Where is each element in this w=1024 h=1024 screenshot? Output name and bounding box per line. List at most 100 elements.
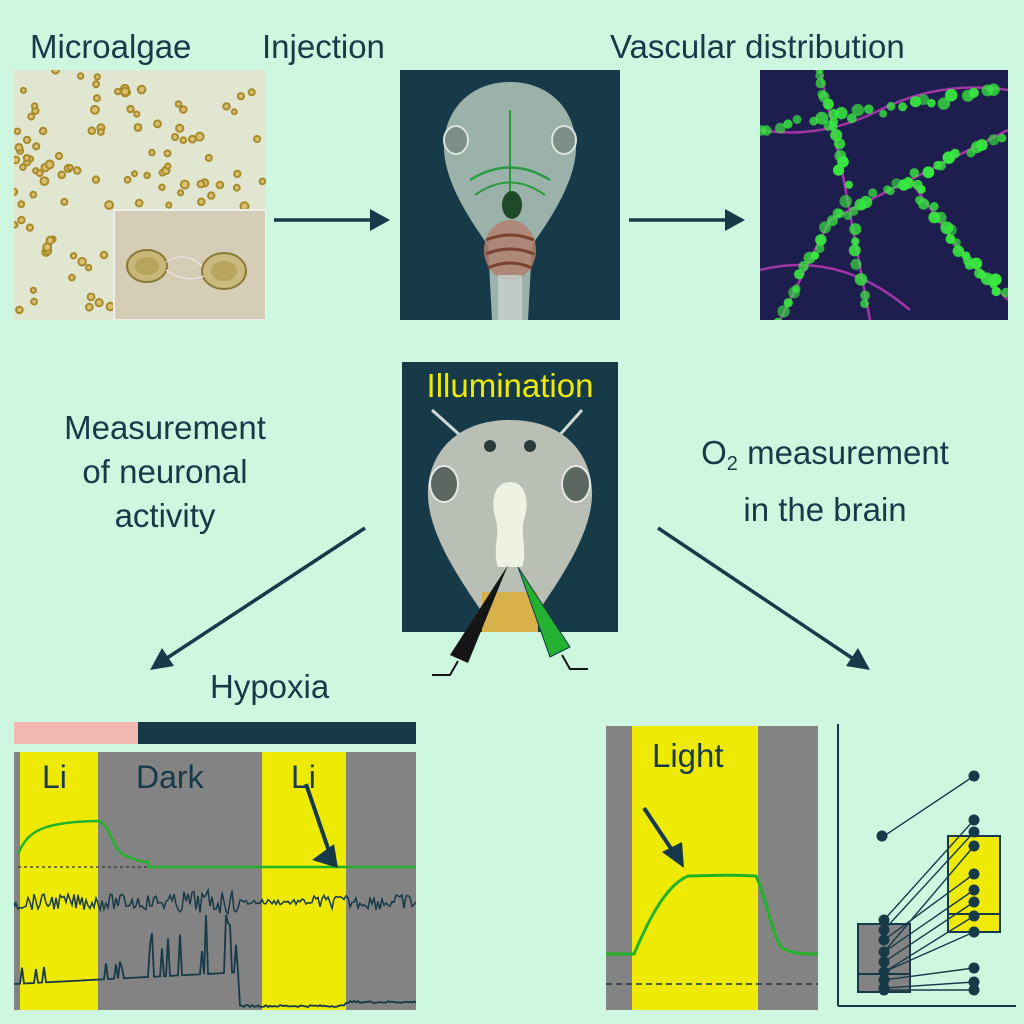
fluorescent-cell <box>843 211 852 220</box>
algae-cell <box>230 108 238 116</box>
algae-cell <box>14 187 19 196</box>
algae-cell <box>92 80 100 89</box>
datapoint-dark <box>878 934 890 946</box>
algae-cell <box>174 100 183 108</box>
algae-cell <box>19 86 27 94</box>
algae-cell <box>207 191 216 200</box>
algae-cell <box>27 112 36 121</box>
datapoint-light <box>968 976 980 988</box>
algae-cell <box>14 221 19 229</box>
fluorescent-cell <box>860 290 870 301</box>
label-dark: Dark <box>136 759 204 795</box>
arrow-icon <box>629 209 745 231</box>
algae-cell <box>15 305 24 315</box>
fluorescent-cell <box>945 224 957 236</box>
datapoint-light <box>968 868 980 880</box>
algae-cell <box>143 171 151 180</box>
algae-cell <box>30 297 39 306</box>
fluorescent-cell <box>783 298 793 308</box>
fluorescent-cell <box>909 168 920 178</box>
fluorescent-cell <box>976 139 988 151</box>
datapoint-light <box>968 814 980 826</box>
fluorescent-cell <box>918 198 930 210</box>
algae-cell <box>136 84 147 95</box>
fluorescent-cell <box>864 104 874 114</box>
o2-trace-illustration <box>606 726 818 1010</box>
fluorescent-cell <box>815 111 829 125</box>
fluorescent-cell <box>810 251 820 260</box>
algae-cell <box>177 189 185 197</box>
fluorescent-cell <box>832 164 845 176</box>
algae-cell <box>77 256 87 267</box>
datapoint-dark <box>878 914 890 926</box>
algae-cell <box>72 166 82 175</box>
o2-boxplot <box>834 724 1016 1014</box>
algae-cell <box>17 215 26 225</box>
fluorescent-cell <box>851 103 864 117</box>
algae-cell <box>247 88 256 97</box>
fluorescent-cell <box>794 269 805 280</box>
algae-cell <box>19 163 27 171</box>
fluorescent-cell <box>927 98 936 108</box>
algae-cell <box>66 164 74 171</box>
algae-cell <box>194 131 205 142</box>
label-illumination: Illumination <box>426 367 594 404</box>
datapoint-light <box>968 770 980 782</box>
algae-cell <box>196 179 206 189</box>
fluorescent-cell <box>792 115 802 124</box>
o2-boxplot-illustration <box>837 724 1016 1007</box>
fluorescent-cell <box>798 261 809 272</box>
electrode-black-icon <box>432 565 508 676</box>
datapoint-dark <box>878 966 890 978</box>
normoxia-bar <box>14 722 138 744</box>
microalgae-image <box>14 70 266 320</box>
tadpole-injection-image <box>400 70 620 320</box>
fluorescent-cell <box>792 284 801 293</box>
algae-cell <box>29 190 38 199</box>
algae-cell <box>236 92 245 101</box>
fluorescent-cell <box>846 113 857 124</box>
algae-cell <box>126 104 135 114</box>
algae-cell <box>14 127 22 135</box>
algae-cell <box>153 119 162 129</box>
label-light: Light <box>652 737 724 774</box>
arrow-icon <box>150 526 366 670</box>
algae-cell <box>29 286 37 294</box>
fluorescent-cell <box>815 78 826 89</box>
algae-cell <box>215 180 225 190</box>
algae-cell <box>114 87 122 96</box>
fluorescent-cell <box>886 186 895 196</box>
algae-cell <box>171 133 180 141</box>
fluorescent-cell <box>934 211 947 224</box>
fluorescent-cell <box>849 206 859 216</box>
fluorescent-cell <box>987 83 1000 96</box>
algae-cell <box>90 104 100 115</box>
fluorescent-cell <box>952 238 961 247</box>
fluorescent-cell <box>783 119 793 129</box>
datapoint-dark <box>878 956 890 968</box>
fluorescent-cell <box>839 195 852 208</box>
algae-cell <box>91 175 101 184</box>
algae-cell <box>188 134 197 144</box>
datapoint-dark <box>878 946 890 958</box>
fluorescent-cell <box>850 258 862 270</box>
fluorescent-cell <box>835 106 848 120</box>
algae-cell <box>104 200 114 210</box>
algae-cell <box>35 169 44 178</box>
fluorescent-cell <box>859 195 873 209</box>
fluorescent-cell <box>774 317 782 320</box>
fluorescent-cell <box>970 257 983 270</box>
algae-cell <box>60 197 69 206</box>
fluorescent-cell <box>834 138 846 150</box>
algae-cell <box>32 142 41 151</box>
algae-cell <box>44 159 55 170</box>
electrodes-illustration <box>432 565 588 676</box>
algae-cell <box>68 273 76 282</box>
algae-cell <box>93 73 101 81</box>
algae-cell <box>94 298 104 308</box>
fluorescent-cell <box>1001 287 1008 298</box>
fluorescent-cell <box>851 237 860 246</box>
algae-cell <box>92 94 101 103</box>
algae-cell <box>148 148 156 157</box>
